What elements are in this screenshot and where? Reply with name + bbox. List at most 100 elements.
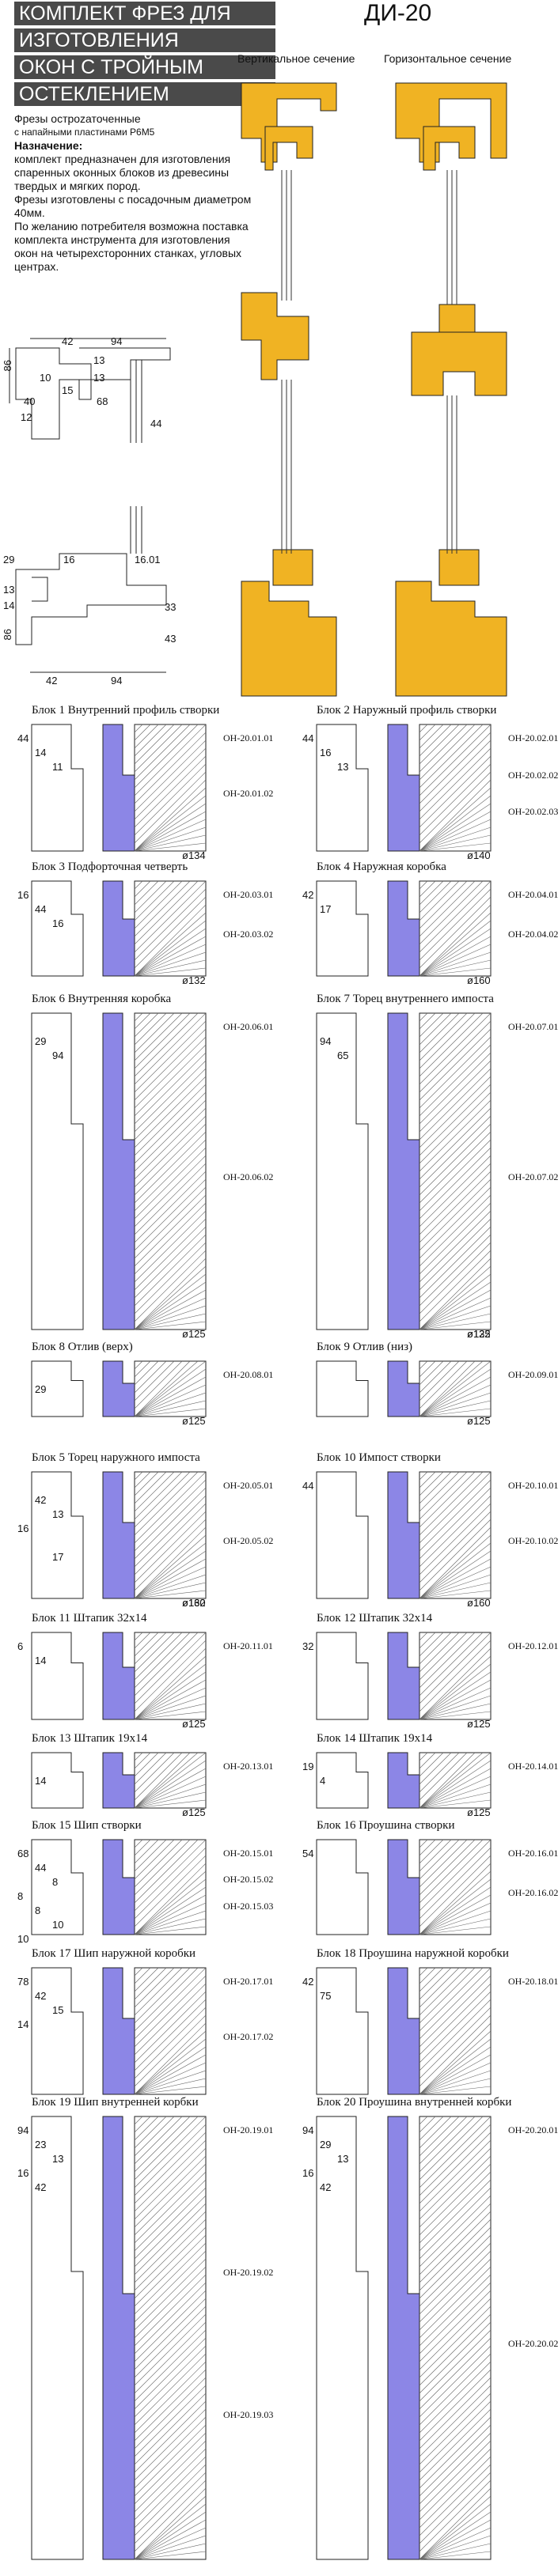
- dimension-label: 17: [52, 1551, 64, 1563]
- dimension-label: 78: [17, 1976, 29, 1988]
- hatch-line: [419, 1991, 492, 2063]
- hatch-line: [134, 1647, 207, 1720]
- hatch-line: [419, 951, 492, 977]
- hatch-line: [134, 724, 151, 741]
- hatch-line: [419, 2171, 492, 2244]
- section-dim-15: 15: [62, 384, 74, 396]
- hatch-line: [134, 1926, 207, 1935]
- diameter-label: ø140: [467, 849, 491, 861]
- dimension-label: 44: [35, 903, 47, 915]
- diameter-label: ø160: [467, 1597, 491, 1609]
- hatch-line: [134, 1799, 207, 1809]
- cutter-code: OH-20.07.02: [508, 1171, 558, 1182]
- cutter-code: OH-20.03.01: [223, 889, 274, 900]
- dimension-label: 17: [320, 903, 332, 915]
- hatch-line: [134, 1376, 207, 1417]
- hatch-line: [134, 2124, 207, 2196]
- dimension-label: 13: [52, 2153, 64, 2165]
- hatch-line: [134, 740, 207, 812]
- hatch-line: [419, 2250, 492, 2323]
- hatch-line: [419, 2282, 492, 2355]
- hatch-line: [134, 1360, 143, 1370]
- hatch-line: [419, 920, 492, 977]
- hatch-line: [419, 880, 436, 898]
- block-title: Блок 1 Внутренний профиль створки: [32, 704, 220, 717]
- hatch-line: [419, 2054, 492, 2095]
- hatch-line: [134, 1360, 167, 1394]
- hatch-line: [419, 1471, 460, 1512]
- section-dim-68: 68: [97, 395, 108, 407]
- hatch-line: [134, 1632, 199, 1697]
- hatch-line: [134, 1360, 191, 1417]
- section-dim-42b: 42: [46, 675, 58, 687]
- cutter-body: [419, 1632, 492, 1720]
- hatch-line: [134, 1360, 159, 1386]
- hatch-line: [134, 1886, 207, 1935]
- hatch-line: [134, 1839, 183, 1888]
- hatch-line: [134, 1012, 207, 1085]
- cutter-code: OH-20.05.01: [223, 1480, 274, 1491]
- hatch-line: [419, 1012, 468, 1061]
- hatch-line: [419, 2487, 492, 2560]
- hatch-line: [134, 1258, 207, 1330]
- dimension-label: 11: [52, 761, 63, 773]
- hatch-line: [134, 951, 207, 977]
- block-title: Блок 17 Шип наружной коробки: [32, 1947, 196, 1960]
- bore-text: Фрезы изготовлены с посадочным диаметром…: [14, 193, 252, 219]
- hatch-line: [134, 2495, 207, 2560]
- hatch-line: [419, 2179, 492, 2252]
- hatch-line: [419, 755, 492, 828]
- hatch-line: [419, 1012, 492, 1085]
- hatch-line: [419, 2321, 492, 2394]
- hatch-line: [134, 1768, 207, 1809]
- hatch-line: [419, 2400, 492, 2473]
- hatch-line: [419, 1671, 492, 1720]
- hatch-line: [134, 1360, 175, 1401]
- hatch-line: [134, 1574, 207, 1599]
- hatch-line: [134, 1281, 207, 1330]
- hatch-line: [419, 1360, 492, 1417]
- hatch-line: [134, 1632, 167, 1665]
- hatch-line: [134, 912, 207, 977]
- hatch-line: [419, 1894, 492, 1935]
- hatch-line: [134, 1695, 207, 1720]
- cutter-type-2: с напайными пластинами Р6М5: [14, 127, 155, 138]
- hatch-line: [419, 1495, 492, 1568]
- hatch-line: [419, 2519, 492, 2560]
- section-dim-94b: 94: [111, 675, 123, 687]
- dimension-label: 54: [302, 1848, 314, 1859]
- cutter-code: OH-20.11.01: [223, 1640, 273, 1651]
- hatch-line: [419, 1918, 492, 1935]
- hatch-line: [419, 724, 452, 757]
- hatch-line: [134, 2054, 207, 2095]
- block-title: Блок 12 Штапик 32x14: [317, 1612, 433, 1625]
- hatch-line: [419, 1542, 492, 1599]
- hatch-line: [134, 2116, 143, 2125]
- hatch-line: [419, 1258, 492, 1330]
- hatch-line: [134, 2250, 207, 2323]
- hatch-line: [134, 2385, 207, 2457]
- hatch-line: [419, 795, 492, 852]
- hatch-line: [419, 880, 468, 929]
- left-profile-bottom: [15, 506, 167, 673]
- hatch-line: [134, 1012, 175, 1053]
- hatch-line: [134, 1163, 207, 1235]
- cutter-code: OH-20.08.01: [223, 1369, 274, 1380]
- hatch-line: [419, 2062, 492, 2095]
- dimension-label: 23: [35, 2139, 47, 2150]
- hatch-line: [419, 2116, 452, 2149]
- hatch-line: [134, 1250, 207, 1322]
- hatch-line: [134, 2290, 207, 2362]
- hatch-line: [134, 1967, 199, 2032]
- hatch-line: [419, 1863, 492, 1935]
- hatch-line: [419, 2116, 444, 2141]
- hatch-line: [419, 1910, 492, 1935]
- hatch-line: [134, 1632, 175, 1673]
- hatch-line: [134, 2116, 199, 2181]
- hatch-line: [134, 2511, 207, 2560]
- hatch-line: [419, 2124, 492, 2196]
- hatch-line: [419, 1360, 460, 1401]
- hatch-line: [134, 1566, 207, 1599]
- cutter-code: OH-20.16.01: [508, 1848, 558, 1859]
